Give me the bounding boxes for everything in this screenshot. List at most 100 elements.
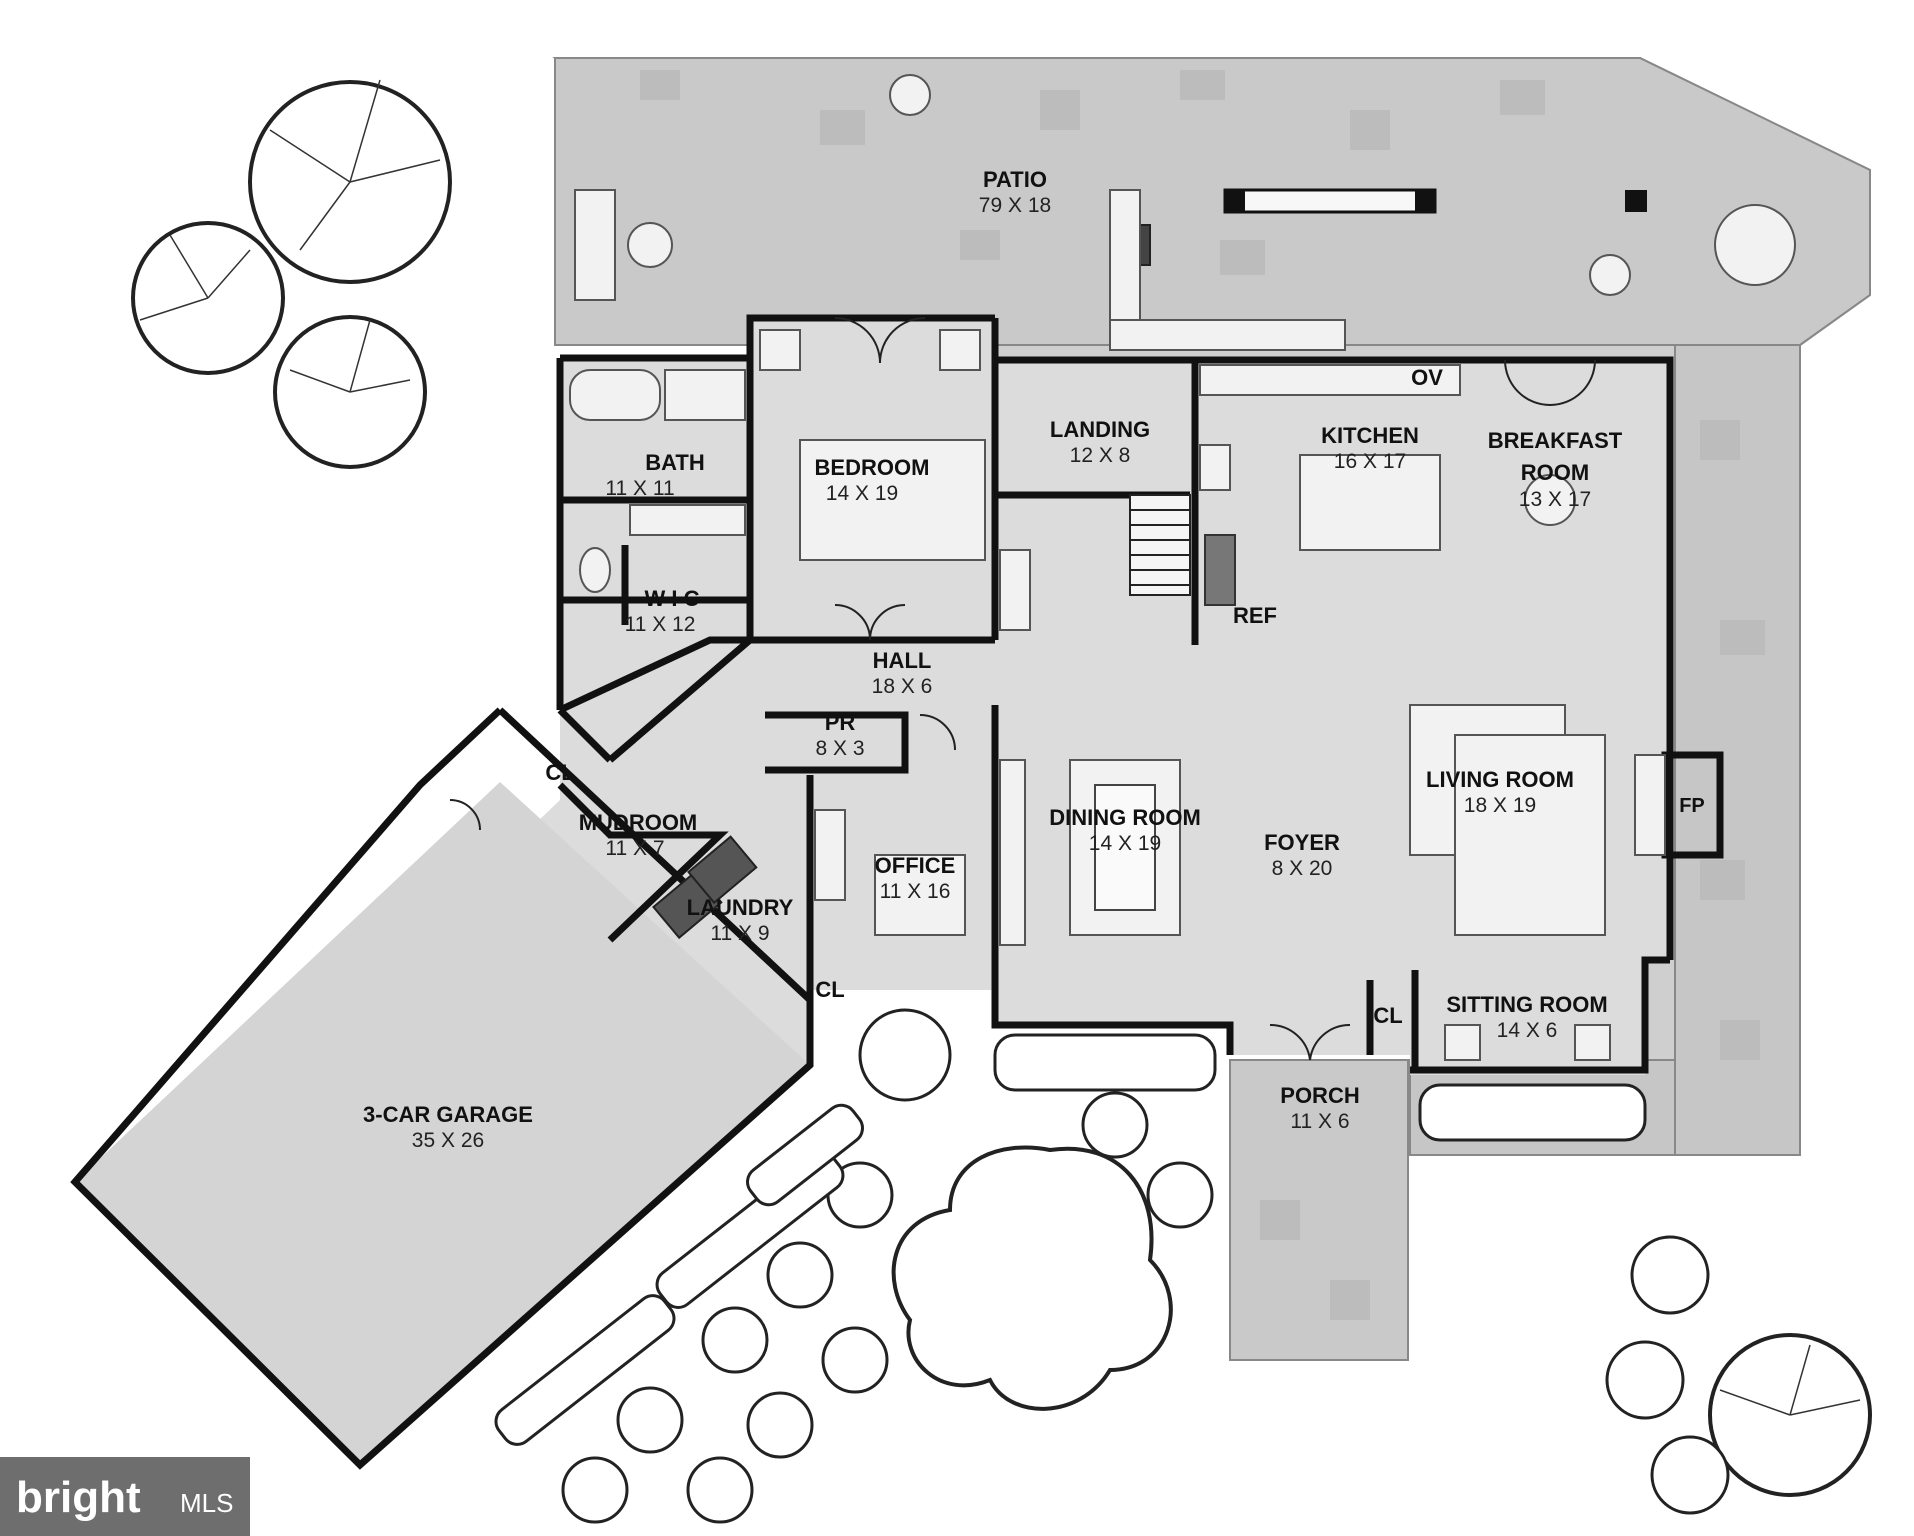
office-label: OFFICE (875, 853, 956, 878)
porch-label: PORCH (1280, 1083, 1359, 1108)
shrub-icon (821, 1326, 889, 1394)
sink-counter-icon (629, 504, 746, 536)
hedge-icon (1418, 1083, 1647, 1142)
furniture (569, 74, 1796, 1061)
breakfast-label-line1: BREAKFAST (1488, 428, 1623, 453)
shrub-icon (1605, 1340, 1685, 1420)
living-dim: 18 X 19 (1464, 794, 1536, 817)
outdoor-dining-table-icon (1714, 204, 1796, 286)
pr-label: PR (825, 710, 856, 735)
dining-label: DINING ROOM (1049, 805, 1201, 830)
shrub-icon (616, 1386, 684, 1454)
mudroom-dim: 11 X 7 (605, 837, 664, 860)
landing-dim: 12 X 8 (1070, 444, 1131, 467)
large-tree-icon (891, 1145, 1173, 1411)
shrub-icon (1081, 1091, 1149, 1159)
bed-icon (799, 439, 986, 561)
nightstand-icon (939, 329, 981, 371)
shrub-icon (1630, 1235, 1710, 1315)
bath-dim: 11 X 11 (605, 477, 674, 500)
sitting-dim: 14 X 6 (1497, 1019, 1558, 1042)
fireplace-hearth-icon (1634, 754, 1666, 856)
armchair-icon (1574, 1024, 1611, 1061)
landscaping (131, 79, 1872, 1524)
desk-icon (874, 854, 966, 936)
dining-dim: 14 X 19 (1089, 832, 1161, 855)
bedroom-label: BEDROOM (815, 455, 930, 480)
shrub-icon (701, 1306, 769, 1374)
outdoor-table-icon (1589, 254, 1631, 296)
watermark-suffix: MLS (180, 1488, 233, 1518)
porch-dim: 11 X 6 (1290, 1110, 1349, 1133)
shrub-icon (561, 1456, 629, 1524)
bathtub-icon (569, 369, 661, 421)
breakfast-table-icon (1524, 474, 1576, 526)
office-dim: 11 X 16 (880, 880, 951, 903)
dryer-icon (687, 835, 758, 905)
walls (70, 314, 1724, 1470)
outdoor-table-icon (627, 222, 673, 268)
hall-dim: 18 X 6 (872, 675, 933, 698)
toilet-icon (579, 547, 611, 593)
hedge-icon (746, 1103, 864, 1207)
breakfast-label-line2: ROOM (1521, 460, 1589, 485)
hall-label: HALL (873, 648, 932, 673)
room-labels: PATIO 79 X 18 BATH 11 X 11 BEDROOM 14 X … (363, 167, 1705, 1152)
oven-label: OV (1411, 365, 1443, 390)
bath-label: BATH (645, 450, 704, 475)
hedge-icon (494, 1294, 676, 1446)
rug-icon (1454, 734, 1606, 936)
refrigerator-label: REF (1233, 603, 1277, 628)
bench-icon (999, 549, 1031, 631)
shrub-icon (1650, 1435, 1730, 1515)
mudroom-label: MUDROOM (579, 810, 698, 835)
vanity-icon (664, 369, 746, 421)
shrub-icon (686, 1456, 754, 1524)
cl-foyer-label: CL (1373, 1003, 1402, 1028)
laundry-label: LAUNDRY (687, 895, 794, 920)
credenza-icon (814, 809, 846, 901)
armchair-icon (1444, 1024, 1481, 1061)
refrigerator-icon (1204, 534, 1236, 606)
counter-top-icon (1199, 364, 1461, 396)
cl-office-label: CL (815, 977, 844, 1002)
patio-label: PATIO (983, 167, 1047, 192)
kitchen-island-icon (1299, 454, 1441, 551)
cl-mudroom-label: CL (545, 760, 574, 785)
wic-dim: 11 X 12 (625, 613, 696, 636)
bright-mls-watermark: bright MLS (0, 1457, 250, 1536)
bedroom-dim: 14 X 19 (826, 482, 898, 505)
shrub-icon (858, 1008, 952, 1102)
built-in-counter-icon (1109, 319, 1346, 351)
kitchen-label: KITCHEN (1321, 423, 1419, 448)
hedge-icon (993, 1033, 1217, 1092)
doors (449, 317, 1596, 1061)
stairs-icon (1129, 494, 1191, 596)
watermark-brand: bright (16, 1473, 141, 1522)
patio-dim: 79 X 18 (979, 194, 1051, 217)
range-icon (1199, 444, 1231, 491)
foyer-label: FOYER (1264, 830, 1340, 855)
dining-table-icon (1094, 784, 1156, 911)
sideboard-icon (999, 759, 1026, 946)
wic-label: W I C (645, 586, 700, 611)
nightstand-icon (759, 329, 801, 371)
sitting-label: SITTING ROOM (1446, 992, 1607, 1017)
garage-label: 3-CAR GARAGE (363, 1102, 533, 1127)
outdoor-sofa-icon (574, 189, 616, 301)
pr-dim: 8 X 3 (815, 737, 864, 760)
laundry-dim: 11 X 9 (710, 922, 769, 945)
shrub-icon (1146, 1161, 1214, 1229)
kitchen-dim: 16 X 17 (1334, 450, 1406, 473)
fire-feature-icon (1223, 188, 1437, 214)
fireplace-label: FP (1679, 795, 1705, 817)
garage-dim: 35 X 26 (412, 1129, 484, 1152)
landing-label: LANDING (1050, 417, 1150, 442)
foyer-dim: 8 X 20 (1272, 857, 1333, 880)
living-label: LIVING ROOM (1426, 767, 1574, 792)
shrub-icon (746, 1391, 814, 1459)
outdoor-table-icon (889, 74, 931, 116)
breakfast-dim: 13 X 17 (1519, 488, 1591, 511)
hedge-icon (655, 1151, 845, 1309)
